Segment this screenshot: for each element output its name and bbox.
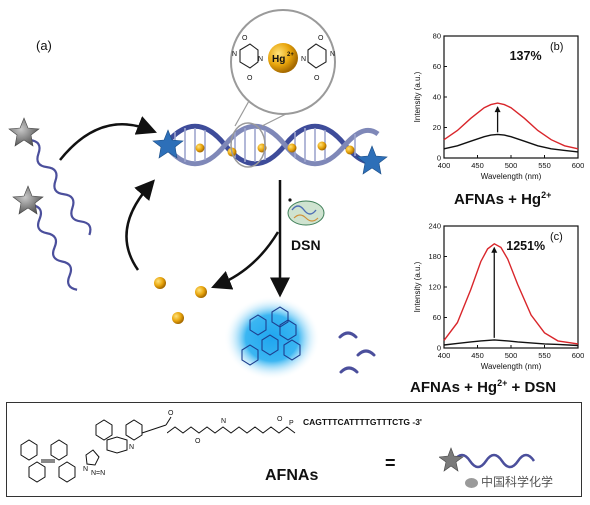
hg-ion xyxy=(317,141,327,151)
arrow-to-duplex xyxy=(59,116,157,161)
chart-b-x-tick-label: 400 xyxy=(438,161,451,170)
svg-text:O: O xyxy=(195,438,201,445)
schematic-diagram: O N O N O N O N Hg 2+ DSN xyxy=(8,9,388,380)
dsn-label: DSN xyxy=(291,237,321,253)
afnas-probe-icon xyxy=(439,447,536,472)
chart-b-x-tick-label: 600 xyxy=(572,161,585,170)
chart-b-increase-arrowhead xyxy=(494,106,501,113)
hg-ion xyxy=(345,145,355,155)
free-hg-ion xyxy=(154,277,166,289)
chart-b-title-sup: 2+ xyxy=(541,190,552,200)
svg-text:O: O xyxy=(318,35,324,42)
chart-b-title-text: AFNAs + Hg xyxy=(454,191,542,208)
chart-c-x-tick-label: 500 xyxy=(505,351,518,360)
chart-c-y-tick-label: 0 xyxy=(437,344,441,353)
dsn-enzyme-icon xyxy=(287,198,325,226)
hg-label: Hg xyxy=(272,54,285,65)
t-hg-t-zoom: O N O N O N O N Hg 2+ xyxy=(230,9,336,115)
watermark-text: 中国科学化学 xyxy=(481,475,554,489)
chart-c-increase-arrowhead xyxy=(491,246,498,253)
chart-b-series-1-line xyxy=(443,133,579,153)
svg-text:N=N: N=N xyxy=(91,470,105,477)
chart-b-x-tick-label: 450 xyxy=(471,161,484,170)
chart-b-y-tick-label: 40 xyxy=(433,93,441,102)
svg-text:O: O xyxy=(247,75,253,82)
svg-text:N: N xyxy=(232,51,237,58)
chart-b-series-0-line xyxy=(443,102,579,150)
wechat-icon xyxy=(465,477,478,488)
svg-text:N: N xyxy=(221,418,226,425)
probe-strand-upper xyxy=(8,117,92,236)
hg-ion xyxy=(195,143,205,153)
hg-ion xyxy=(287,143,297,153)
afnas-label: AFNAs xyxy=(265,467,319,484)
blue-star-icon xyxy=(356,145,388,175)
chart-b-y-axis-label: Intensity (a.u.) xyxy=(413,71,422,122)
chart-c-x-axis-label: Wavelength (nm) xyxy=(481,362,542,371)
arrow-release xyxy=(211,231,280,290)
dna-duplex xyxy=(152,123,388,175)
chart-c-title-text: AFNAs + Hg xyxy=(410,379,498,396)
chart-b-annotation: 137% xyxy=(510,49,542,63)
chart-c-x-tick-label: 550 xyxy=(538,351,551,360)
oligo-sequence: CAGTTTCATTTTGTTTCTG -3' xyxy=(303,417,422,427)
panel-a-label: (a) xyxy=(36,38,52,53)
chart-c-x-tick-label: 600 xyxy=(572,351,585,360)
chart-b-panel-label: (b) xyxy=(550,41,563,53)
svg-text:N: N xyxy=(83,466,88,473)
watermark: 中国科学化学 xyxy=(465,473,553,490)
tpe-dibo-structure: NN=NNO xyxy=(20,410,174,483)
arrow-recycle xyxy=(125,179,155,271)
chart-c-panel-label: (c) xyxy=(550,231,563,243)
svg-text:P: P xyxy=(289,420,294,427)
chart-c-x-tick-label: 450 xyxy=(471,351,484,360)
probe-strand-lower xyxy=(12,185,78,291)
chart-b-y-tick-label: 80 xyxy=(433,32,441,41)
chart-c-y-axis-label: Intensity (a.u.) xyxy=(413,261,422,312)
svg-text:N: N xyxy=(330,51,335,58)
hg-ion-large xyxy=(268,43,298,73)
chart-c-title: AFNAs + Hg2+ + DSN xyxy=(410,378,556,396)
free-hg-ion xyxy=(195,286,207,298)
tpe-aggregate-glow xyxy=(224,296,320,380)
free-hg-ion xyxy=(172,312,184,324)
chart-c-y-tick-label: 240 xyxy=(428,222,441,231)
chart-c-series-1-line xyxy=(443,339,579,347)
chart-b-title: AFNAs + Hg2+ xyxy=(454,190,551,208)
svg-text:N: N xyxy=(129,444,134,451)
chart-c-title-sup: 2+ xyxy=(497,378,508,388)
svg-text:O: O xyxy=(277,416,283,423)
chart-b-y-tick-label: 60 xyxy=(433,62,441,71)
chart-c-annotation: 1251% xyxy=(506,239,545,253)
chart-c-series-0-line xyxy=(443,242,579,345)
chart-b-y-tick-label: 0 xyxy=(437,154,441,163)
chart-b-y-tick-label: 20 xyxy=(433,123,441,132)
chart-b-x-tick-label: 550 xyxy=(538,161,551,170)
equals-sign: = xyxy=(385,453,396,473)
svg-text:N: N xyxy=(258,56,263,63)
svg-text:N: N xyxy=(301,56,306,63)
chart-c-y-tick-label: 180 xyxy=(428,252,441,261)
zoom-origin-ring xyxy=(230,122,266,168)
chart-c-y-tick-label: 60 xyxy=(433,313,441,322)
cleaved-fragments xyxy=(338,331,376,374)
svg-text:O: O xyxy=(314,75,320,82)
svg-text:O: O xyxy=(242,35,248,42)
hg-charge: 2+ xyxy=(287,52,294,58)
blue-star-icon xyxy=(152,129,184,159)
chart-c-x-tick-label: 400 xyxy=(438,351,451,360)
svg-text:O: O xyxy=(168,410,174,417)
tpe-star-icon xyxy=(8,117,40,147)
chart-c-title-suffix: + DSN xyxy=(511,379,557,396)
chart-b-x-tick-label: 500 xyxy=(505,161,518,170)
chart-c-y-tick-label: 120 xyxy=(428,283,441,292)
chart-b-x-axis-label: Wavelength (nm) xyxy=(481,172,542,181)
tpe-star-icon xyxy=(12,185,44,215)
